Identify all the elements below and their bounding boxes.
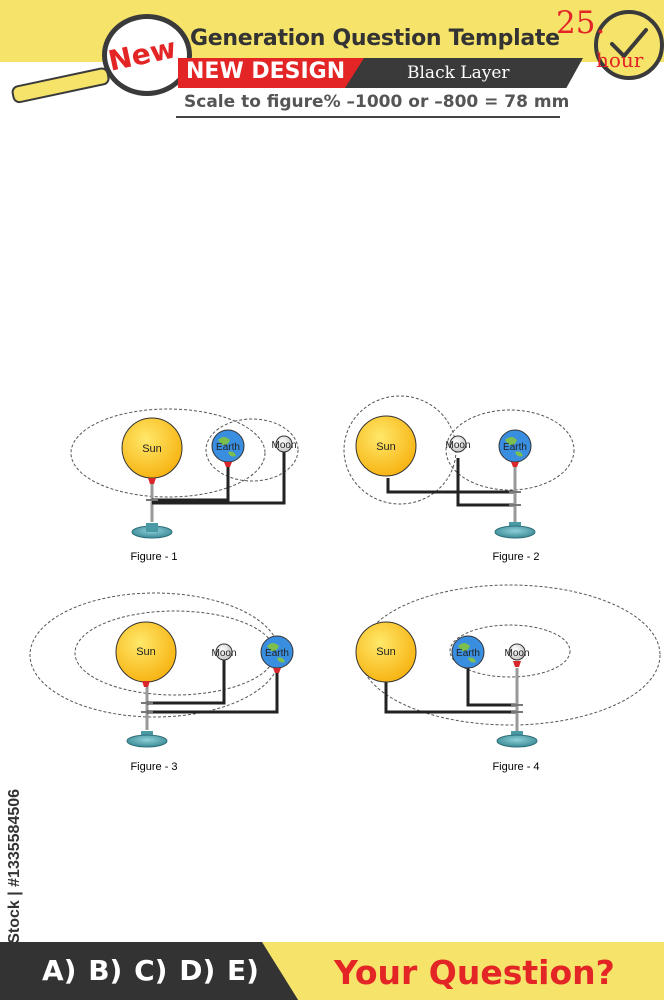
label-sun: Sun	[376, 646, 396, 658]
figure-label: Figure - 2	[492, 551, 539, 563]
figure-3: Sun Moon Earth Figure - 3	[29, 592, 294, 773]
figures-diagram: Sun Earth Moon Figure - 1 Sun Moon Earth…	[29, 395, 661, 773]
magnifier-handle-icon	[10, 66, 111, 105]
earth-arm	[384, 682, 517, 714]
moon	[275, 435, 293, 453]
moon-orbit	[449, 624, 571, 678]
label-sun: Sun	[142, 443, 162, 455]
earth-orbit	[70, 408, 266, 498]
moon-arm	[147, 660, 226, 705]
answer-options: A) B) C) D) E)	[42, 954, 259, 987]
stand-base	[126, 734, 168, 748]
black-layer-label: Black Layer	[407, 63, 510, 83]
sun	[355, 415, 417, 477]
moon	[508, 643, 526, 661]
figure-label: Figure - 1	[130, 551, 177, 563]
clock-unit: hour	[596, 48, 644, 72]
label-moon: Moon	[504, 648, 529, 659]
moon-arm	[456, 458, 515, 507]
scale-subtitle: Scale to figure% –1000 or –800 = 78 mm	[184, 92, 570, 112]
header-divider	[176, 116, 560, 118]
moon-arm	[152, 452, 286, 505]
black-layer-banner: Black Layer	[345, 58, 583, 88]
figure-label: Figure - 4	[492, 761, 539, 773]
footer-answers-bar	[0, 942, 300, 1000]
earth-arm	[147, 668, 279, 714]
label-earth: Earth	[265, 648, 289, 659]
new-design-label: NEW DESIGN	[186, 59, 346, 84]
figure-4: Sun Earth Moon Figure - 4	[355, 584, 661, 773]
label-moon: Moon	[211, 648, 236, 659]
magnifier-icon	[102, 14, 192, 96]
stand-base	[494, 525, 536, 539]
figure-label: Figure - 3	[130, 761, 177, 773]
label-sun: Sun	[136, 646, 156, 658]
stand-base	[496, 734, 538, 748]
label-earth: Earth	[216, 442, 240, 453]
new-design-banner: NEW DESIGN	[178, 58, 368, 88]
label-earth: Earth	[456, 648, 480, 659]
figure-1: Sun Earth Moon Figure - 1	[70, 408, 299, 563]
earth	[451, 635, 485, 669]
moon	[449, 435, 467, 453]
earth-arm	[152, 462, 230, 502]
moon-arm	[466, 668, 517, 707]
footer-question-bar	[262, 942, 664, 1000]
clock-number: 25.	[556, 5, 606, 41]
earth-orbit	[445, 409, 575, 491]
page-title: Generation Question Template	[190, 26, 560, 51]
moon	[215, 643, 233, 661]
question-prompt: Your Question?	[334, 953, 615, 992]
checkmark-icon	[610, 28, 648, 59]
sun	[355, 621, 417, 683]
clock-icon	[594, 10, 664, 80]
moon-orbit	[205, 418, 299, 482]
label-sun: Sun	[376, 441, 396, 453]
label-moon: Moon	[445, 440, 470, 451]
figure-2: Sun Moon Earth Figure - 2	[343, 395, 575, 563]
label-moon: Moon	[271, 440, 296, 451]
earth-arm	[386, 478, 515, 494]
label-earth: Earth	[503, 442, 527, 453]
